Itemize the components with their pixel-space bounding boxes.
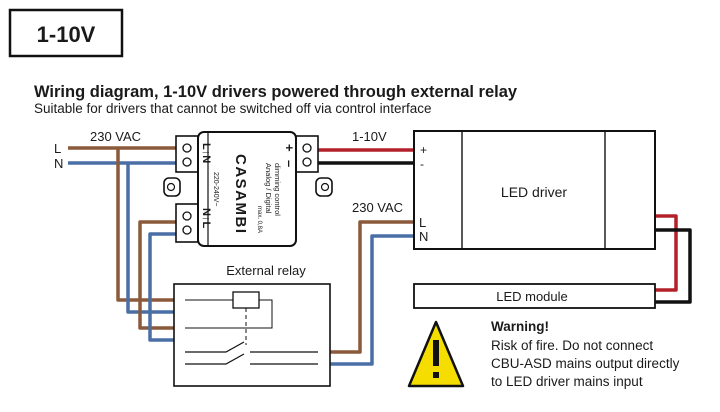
screw-icon	[182, 225, 192, 235]
driver-supply-label: 230 VAC	[352, 200, 403, 215]
badge: 1-10V	[8, 8, 124, 58]
led-module: LED module	[413, 283, 656, 309]
controller-plus: +	[282, 144, 297, 152]
ctrl-out-n-wire	[148, 232, 190, 342]
driver-title: LED driver	[501, 184, 567, 200]
controller-body	[197, 131, 297, 247]
warning-line-3: to LED driver mains input	[491, 374, 643, 389]
relay-contact-l-icon	[185, 341, 318, 353]
terminal-block-left-bottom	[175, 203, 199, 243]
diagram-title: Wiring diagram, 1-10V drivers powered th…	[34, 83, 518, 101]
controller-max: max. 0,8A	[256, 206, 262, 233]
badge-text: 1-10V	[37, 22, 96, 47]
diagram-subtitle: Suitable for drivers that cannot be swit…	[34, 101, 431, 116]
relay-label: External relay	[226, 263, 306, 278]
module-box	[413, 283, 656, 309]
controller-control-sub: dimming control	[273, 163, 282, 216]
warning-exclamation-bar	[433, 340, 439, 366]
screw-icon	[182, 143, 192, 153]
mains-n-branch	[126, 163, 174, 314]
warning-line-1: Risk of fire. Do not connect	[491, 338, 653, 353]
mains-l-label: L	[54, 141, 61, 156]
controller-brand: CASAMBI	[232, 154, 249, 235]
warning: Warning! Risk of fire. Do not connect CB…	[407, 319, 680, 389]
screw-icon	[182, 157, 192, 167]
driver-box	[413, 130, 656, 250]
warning-exclamation-dot	[433, 372, 439, 378]
warning-title: Warning!	[491, 319, 549, 334]
driver-n-label: N	[419, 229, 428, 244]
module-plus-wire	[655, 214, 678, 292]
controller-rating: 220-240V~	[212, 172, 219, 206]
ctrl-out-l-wire	[138, 220, 190, 330]
relay-box	[173, 283, 331, 387]
controller-control-type: Analog / Digital	[264, 163, 273, 214]
warning-line-2: CBU-ASD mains output directly	[491, 356, 680, 371]
screw-icon	[302, 157, 312, 167]
mains-l-branch	[116, 148, 174, 302]
driver-l-label: L	[419, 215, 426, 230]
module-label: LED module	[496, 289, 568, 304]
relay-out-l-wire	[330, 220, 414, 354]
relay-out-n-wire	[330, 234, 414, 366]
controller-line-top: L↑N	[200, 143, 212, 163]
driver-minus-label: -	[420, 157, 424, 171]
relay-contact-n-icon	[185, 353, 318, 365]
controller-minus: –	[282, 160, 297, 167]
mains-voltage-label: 230 VAC	[90, 129, 141, 144]
control-wire-label: 1-10V	[352, 129, 387, 144]
screw-icon	[302, 143, 312, 153]
relay-coil-leads	[185, 299, 273, 329]
badge-box	[8, 8, 124, 58]
casambi-controller: L↑N 220-240V~ N↑L CASAMBI Analog / Digit…	[163, 131, 333, 247]
mount-hole-icon	[320, 182, 330, 192]
screw-icon	[182, 211, 192, 221]
relay-coil-icon	[232, 291, 260, 309]
driver-plus-label: +	[420, 143, 427, 157]
wires	[68, 146, 692, 366]
led-driver: LED driver + - L N	[413, 130, 656, 250]
mains-n-label: N	[54, 156, 63, 171]
external-relay: External relay	[173, 263, 331, 387]
module-minus-wire	[655, 228, 692, 304]
driver-dividers	[461, 131, 606, 249]
mount-hole-icon	[166, 182, 176, 192]
controller-line-bottom: N↑L	[200, 208, 212, 228]
